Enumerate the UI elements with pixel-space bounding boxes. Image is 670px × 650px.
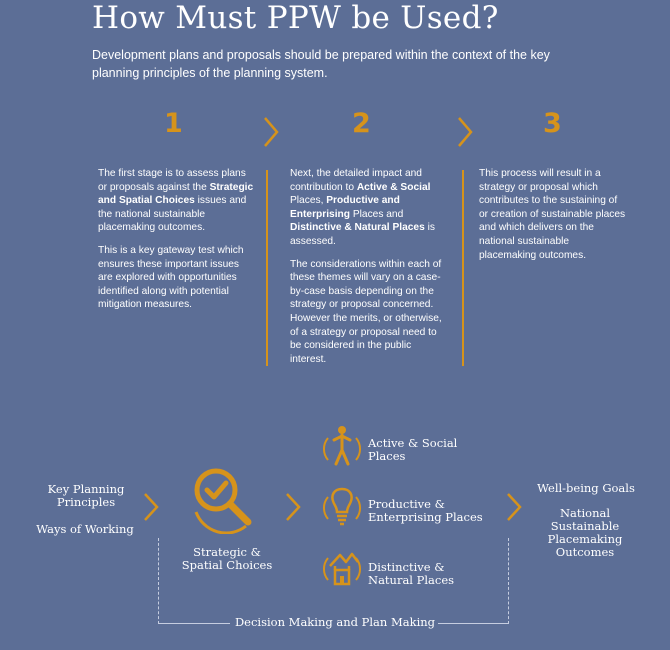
chevron-right-icon	[505, 492, 523, 522]
column-divider	[266, 170, 268, 366]
productive-enterprising-places-label: Productive & Enterprising Places	[368, 497, 483, 524]
column-divider	[462, 170, 464, 366]
chevron-right-icon	[142, 492, 160, 522]
chevron-right-icon	[456, 116, 474, 148]
person-icon	[322, 424, 362, 468]
active-social-places-label: Active & Social Places	[368, 436, 458, 463]
step-number-1: 1	[164, 108, 183, 139]
bracket-right	[508, 538, 509, 624]
national-placemaking-outcomes-label: National Sustainable Placemaking Outcome…	[547, 506, 623, 559]
well-being-goals-label: Well-being Goals	[537, 481, 635, 495]
ways-of-working-label: Ways of Working	[36, 522, 134, 536]
step-3-description: This process will result in a strategy o…	[479, 168, 626, 261]
intro-text: Development plans and proposals should b…	[92, 48, 550, 80]
bracket-bottom-left	[158, 623, 230, 624]
chevron-right-icon	[262, 116, 280, 148]
page-title: How Must PPW be Used?	[92, 0, 499, 36]
bracket-left	[158, 538, 159, 624]
strategic-spatial-choices-label: Strategic & Spatial Choices	[181, 545, 273, 572]
lightbulb-icon	[322, 485, 362, 529]
decision-making-label: Decision Making and Plan Making	[234, 615, 436, 629]
step-1-description: The first stage is to assess plans or pr…	[98, 168, 254, 311]
bracket-bottom-right	[438, 623, 509, 624]
building-tree-icon	[322, 546, 362, 590]
magnifier-check-icon	[188, 462, 260, 534]
step-number-2: 2	[352, 108, 371, 139]
chevron-right-icon	[284, 492, 302, 522]
step-2-description: Next, the detailed impact and contributi…	[290, 168, 442, 365]
distinctive-natural-places-label: Distinctive & Natural Places	[368, 560, 455, 587]
step-number-3: 3	[543, 108, 562, 139]
key-planning-principles-label: Key Planning Principles	[47, 482, 125, 509]
